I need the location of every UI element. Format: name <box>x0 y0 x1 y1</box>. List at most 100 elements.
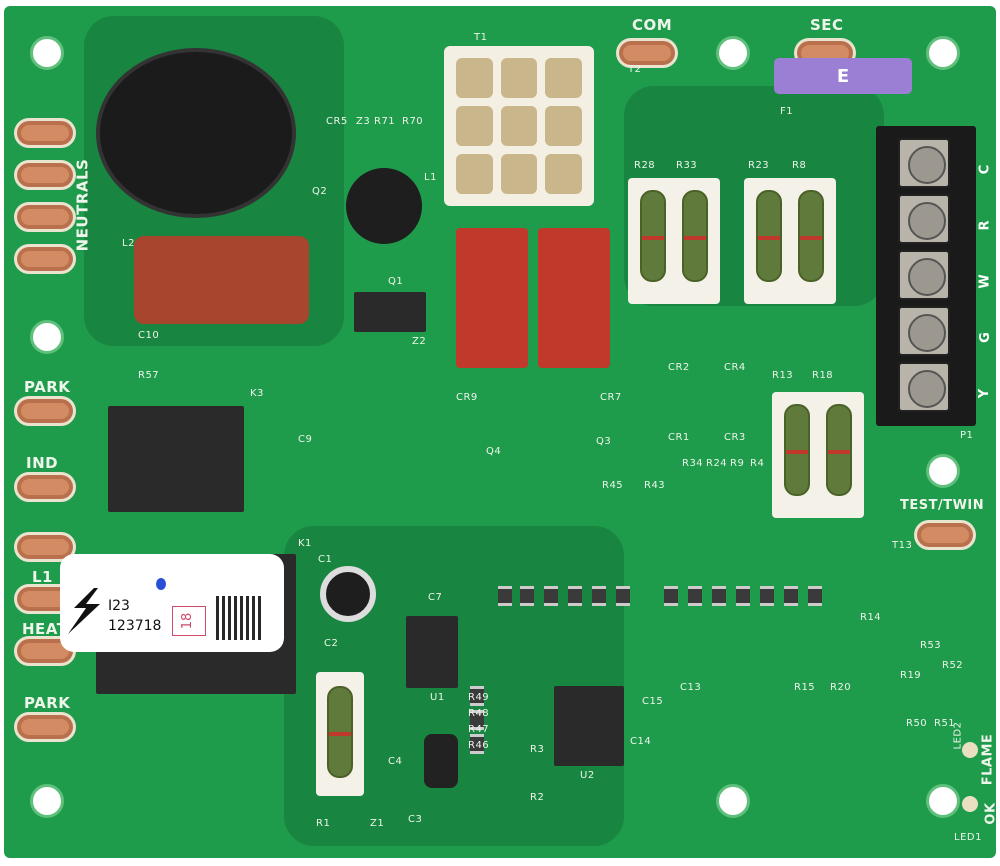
sticker-dot <box>156 578 166 590</box>
designator-c3: C3 <box>408 814 423 825</box>
designator-r70: R70 <box>402 116 424 127</box>
designator-cr1: CR1 <box>668 432 690 443</box>
inductor-l2 <box>96 48 296 218</box>
terminal-label-y: Y <box>977 388 993 399</box>
screw-terminal-y[interactable] <box>898 362 950 412</box>
designator-z3: Z3 <box>356 116 371 127</box>
designator-r18: R18 <box>812 370 834 381</box>
relay-k3 <box>108 406 244 512</box>
mounting-hole <box>926 784 960 818</box>
neutral-terminal[interactable] <box>14 244 76 274</box>
neutral-terminal[interactable] <box>14 118 76 148</box>
designator-cr3: CR3 <box>724 432 746 443</box>
circuit-board: NEUTRALS PARK IND L1 HEAT PARK COM T2 SE… <box>4 6 996 858</box>
screw-terminal-w[interactable] <box>898 250 950 300</box>
designator-c15: C15 <box>642 696 664 707</box>
mounting-hole <box>716 784 750 818</box>
resistor-r23 <box>756 190 782 282</box>
ic-u2 <box>554 686 624 766</box>
designator-r23: R23 <box>748 160 770 171</box>
designator-r43: R43 <box>644 480 666 491</box>
designator-r57: R57 <box>138 370 160 381</box>
resistor-r13 <box>784 404 810 496</box>
heat-label: HEAT <box>22 620 68 638</box>
designator-r1: R1 <box>316 818 331 829</box>
lightning-bolt-icon <box>68 588 100 634</box>
designator-cr4: CR4 <box>724 362 746 373</box>
transistor-q1 <box>354 292 426 332</box>
designator-r8: R8 <box>792 160 807 171</box>
resistor-r1 <box>327 686 353 778</box>
park-label-2: PARK <box>24 694 71 712</box>
molex-connector[interactable] <box>444 46 594 206</box>
mounting-hole <box>926 454 960 488</box>
label-sticker: I23 123718 18 <box>60 554 284 652</box>
resistor-r33 <box>682 190 708 282</box>
inductor-l1 <box>346 168 422 244</box>
terminal-label-w: W <box>977 274 993 289</box>
designator-r15: R15 <box>794 682 816 693</box>
neutral-terminal[interactable] <box>14 202 76 232</box>
park-terminal[interactable] <box>14 396 76 426</box>
led2 <box>962 742 978 758</box>
mounting-hole <box>30 320 64 354</box>
resistor-r8 <box>798 190 824 282</box>
designator-r47: R47 <box>468 724 490 735</box>
designator-u1: U1 <box>430 692 445 703</box>
relay <box>456 228 528 368</box>
resistor-r18 <box>826 404 852 496</box>
ind-terminal[interactable] <box>14 472 76 502</box>
screw-terminal-c[interactable] <box>898 138 950 188</box>
designator-cr5: CR5 <box>326 116 348 127</box>
designator-r4: R4 <box>750 458 765 469</box>
test-twin-terminal[interactable] <box>914 520 976 550</box>
com-label: COM <box>632 16 673 34</box>
designator-c4: C4 <box>388 756 403 767</box>
flame-label: FLAME <box>980 733 996 786</box>
mounting-hole <box>926 36 960 70</box>
screw-terminal-r[interactable] <box>898 194 950 244</box>
capacitor-c3 <box>424 734 458 788</box>
designator-r52: R52 <box>942 660 964 671</box>
terminal-block-p1 <box>876 126 976 426</box>
designator-z1: Z1 <box>370 818 385 829</box>
designator-q4: Q4 <box>486 446 502 457</box>
sticker-line1: I23 <box>108 598 130 614</box>
designator-r9: R9 <box>730 458 745 469</box>
screw-terminal-g[interactable] <box>898 306 950 356</box>
designator-r51: R51 <box>934 718 956 729</box>
designator-c1: C1 <box>318 554 333 565</box>
designator-r50: R50 <box>906 718 928 729</box>
neutral-terminal[interactable] <box>14 160 76 190</box>
mounting-hole <box>30 36 64 70</box>
designator-c14: C14 <box>630 736 652 747</box>
ind-label: IND <box>26 454 59 472</box>
designator-q1: Q1 <box>388 276 404 287</box>
neutrals-label: NEUTRALS <box>73 158 92 252</box>
capacitor-c2 <box>320 566 376 622</box>
p1-label: P1 <box>960 430 974 441</box>
designator-r14: R14 <box>860 612 882 623</box>
park-terminal-2[interactable] <box>14 712 76 742</box>
designator-l2: L2 <box>122 238 135 249</box>
l1-terminal[interactable] <box>14 532 76 562</box>
designator-r71: R71 <box>374 116 396 127</box>
designator-u2: U2 <box>580 770 595 781</box>
led1 <box>962 796 978 812</box>
designator-r46: R46 <box>468 740 490 751</box>
designator-r19: R19 <box>900 670 922 681</box>
designator-z2: Z2 <box>412 336 427 347</box>
designator-r28: R28 <box>634 160 656 171</box>
mounting-hole <box>716 36 750 70</box>
relay <box>538 228 610 368</box>
com-terminal[interactable] <box>616 38 678 68</box>
designator-r33: R33 <box>676 160 698 171</box>
led1-label: LED1 <box>954 832 982 843</box>
designator-l1: L1 <box>424 172 437 183</box>
sticker-line2: 123718 <box>108 618 162 634</box>
mounting-hole <box>30 784 64 818</box>
designator-k3: K3 <box>250 388 264 399</box>
designator-r49: R49 <box>468 692 490 703</box>
designator-cr9: CR9 <box>456 392 478 403</box>
heat-terminal[interactable] <box>14 636 76 666</box>
